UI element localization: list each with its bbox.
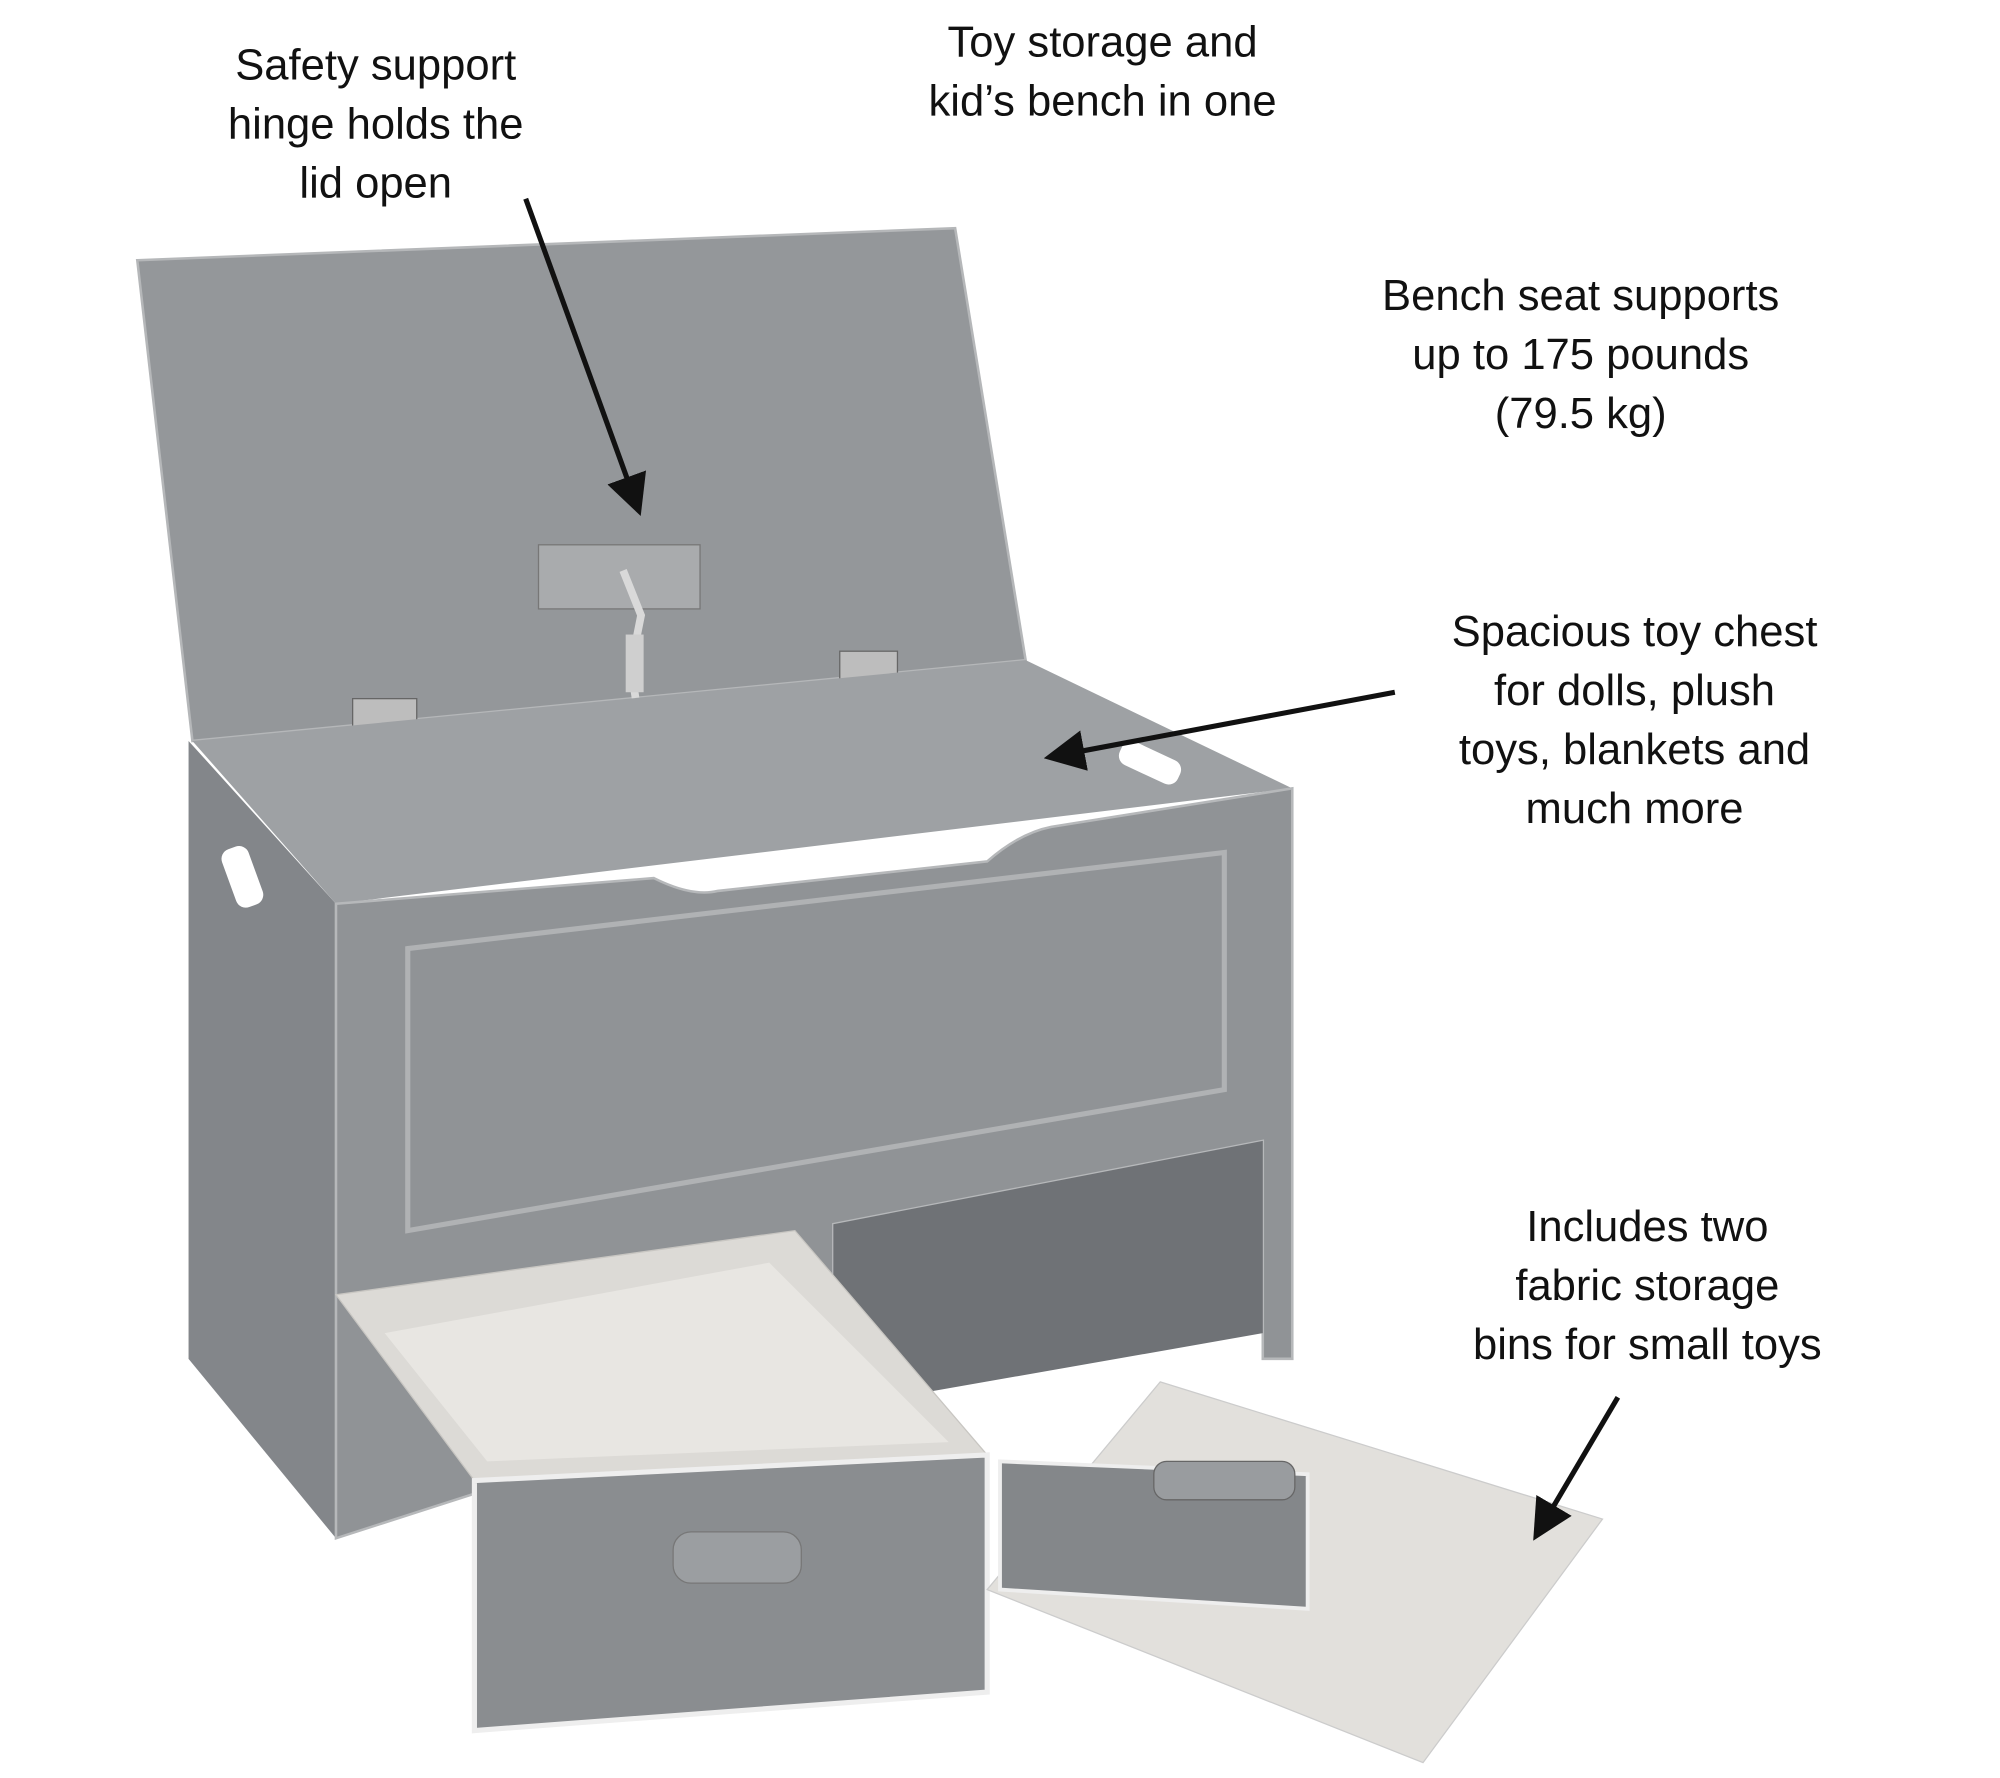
callout-line: (79.5 kg) [1495, 390, 1667, 438]
callout-chest: Spacious toy chest for dolls, plush toys… [1452, 608, 1818, 833]
callout-line: kid’s bench in one [929, 77, 1277, 125]
callout-line: much more [1526, 785, 1744, 833]
chest-interior [192, 660, 1293, 904]
callout-line: Bench seat supports [1382, 272, 1779, 320]
callout-line: fabric storage [1515, 1262, 1779, 1310]
arrow-chest [1043, 689, 1396, 771]
callout-line: toys, blankets and [1459, 726, 1810, 774]
chest-left-side [188, 740, 336, 1539]
callout-line: Toy storage and [948, 18, 1258, 66]
arrow-bins [1533, 1395, 1621, 1541]
callout-line: Spacious toy chest [1452, 608, 1818, 656]
callout-bench-combo: Toy storage and kid’s bench in one [929, 18, 1277, 125]
callout-bins: Includes two fabric storage bins for sma… [1473, 1203, 1822, 1369]
callout-line: bins for small toys [1473, 1321, 1822, 1369]
callout-hinge: Safety support hinge holds the lid open [228, 41, 524, 207]
callout-line: Safety support [235, 41, 516, 89]
callout-line: lid open [299, 159, 452, 207]
bin-handle-icon [672, 1531, 802, 1584]
fabric-bin-folded [986, 1381, 1604, 1764]
arrow-hinge [523, 197, 647, 516]
callout-line: up to 175 pounds [1412, 331, 1749, 379]
callout-line: for dolls, plush [1494, 667, 1775, 715]
bin-handle-icon [1153, 1460, 1296, 1501]
fabric-bin-open [334, 1229, 990, 1734]
front-raised-panel [405, 849, 1227, 1234]
callout-weight: Bench seat supports up to 175 pounds (79… [1382, 272, 1779, 438]
callout-line: Includes two [1526, 1203, 1768, 1251]
callout-line: hinge holds the [228, 100, 524, 148]
empty-cubby [833, 1140, 1263, 1398]
